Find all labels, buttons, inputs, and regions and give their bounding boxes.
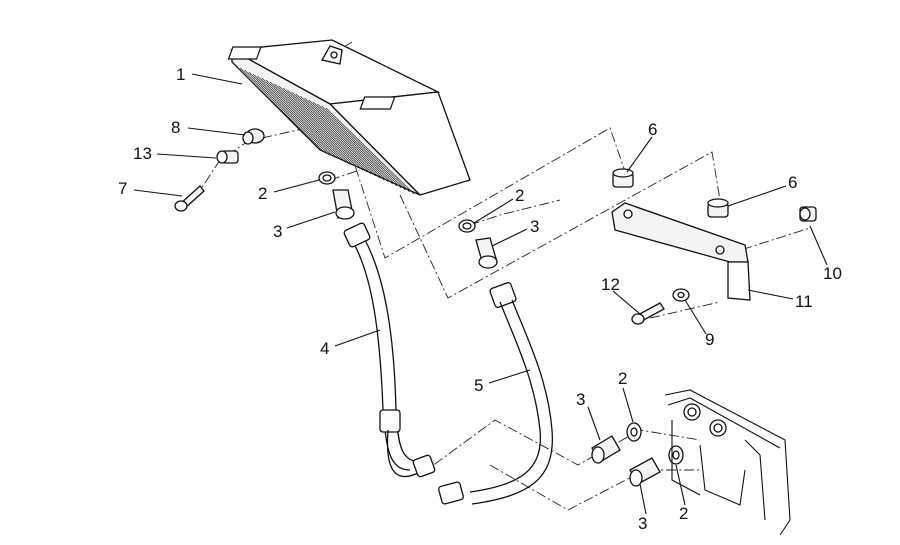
callout-8: 8 xyxy=(171,118,180,137)
callout-3a: 3 xyxy=(273,222,282,241)
fitting-3d xyxy=(629,457,661,487)
oil-cooler xyxy=(227,39,471,196)
cooler-fin xyxy=(235,65,325,153)
callout-6a: 6 xyxy=(648,120,657,139)
spacer-10 xyxy=(799,206,817,222)
cooler-fin xyxy=(261,77,350,165)
cooler-fin xyxy=(252,73,342,161)
leader-lines xyxy=(133,73,828,515)
callout-labels: 1 8 13 7 2 3 4 2 3 5 6 6 10 11 12 9 2 3 … xyxy=(118,65,842,533)
washer-2d xyxy=(668,445,684,465)
callout-12: 12 xyxy=(601,275,620,294)
cooler-fin xyxy=(325,107,415,195)
screw-7 xyxy=(174,185,205,212)
cooler-fin xyxy=(321,105,410,193)
cooler-fin xyxy=(248,71,338,159)
callout-2c: 2 xyxy=(618,369,627,388)
fitting-3c xyxy=(591,435,621,464)
hose-4 xyxy=(343,222,436,478)
callout-2a: 2 xyxy=(258,184,267,203)
callout-9: 9 xyxy=(705,330,714,349)
washer-2b xyxy=(458,219,476,233)
fitting-3a xyxy=(332,189,355,220)
cooler-fin xyxy=(300,95,389,183)
cooler-fin xyxy=(274,83,363,171)
callout-11: 11 xyxy=(795,292,813,311)
callout-3d: 3 xyxy=(638,514,647,533)
cooler-fin xyxy=(295,93,385,181)
fitting-3b xyxy=(475,237,498,269)
callout-3b: 3 xyxy=(530,217,539,236)
bracket-11 xyxy=(611,202,751,301)
callout-6b: 6 xyxy=(788,173,797,192)
screw-12 xyxy=(631,302,665,325)
callout-2d: 2 xyxy=(679,504,688,523)
cooler-fin xyxy=(291,91,380,179)
washer-2a xyxy=(318,171,336,185)
cooler-fin xyxy=(282,87,372,175)
cooler-fin xyxy=(244,69,333,157)
hose-5 xyxy=(438,282,553,505)
washer-2c xyxy=(626,422,642,442)
callout-1: 1 xyxy=(176,65,185,84)
cooler-fin xyxy=(265,79,355,167)
grommet-6a xyxy=(612,168,634,188)
cooler-fin xyxy=(308,99,398,187)
cooler-fin xyxy=(287,89,376,177)
callout-10: 10 xyxy=(823,264,842,283)
rubber-grommet-8 xyxy=(242,128,265,145)
cooler-fin xyxy=(240,67,329,155)
callout-5: 5 xyxy=(474,376,483,395)
cooler-fin xyxy=(257,75,346,163)
cooler-fin xyxy=(317,103,406,191)
grommet-6b xyxy=(707,198,729,218)
callout-3c: 3 xyxy=(576,390,585,409)
callout-4: 4 xyxy=(320,339,329,358)
cooler-fin xyxy=(312,101,402,189)
callout-7: 7 xyxy=(118,179,127,198)
callout-2b: 2 xyxy=(515,186,524,205)
cooler-fin xyxy=(278,85,368,173)
callout-13: 13 xyxy=(133,144,152,163)
washer-9 xyxy=(672,288,690,302)
cooler-fin xyxy=(270,81,359,169)
engine-crankcase xyxy=(664,389,791,536)
spacer-13 xyxy=(216,150,239,164)
cooler-fin xyxy=(304,97,393,185)
